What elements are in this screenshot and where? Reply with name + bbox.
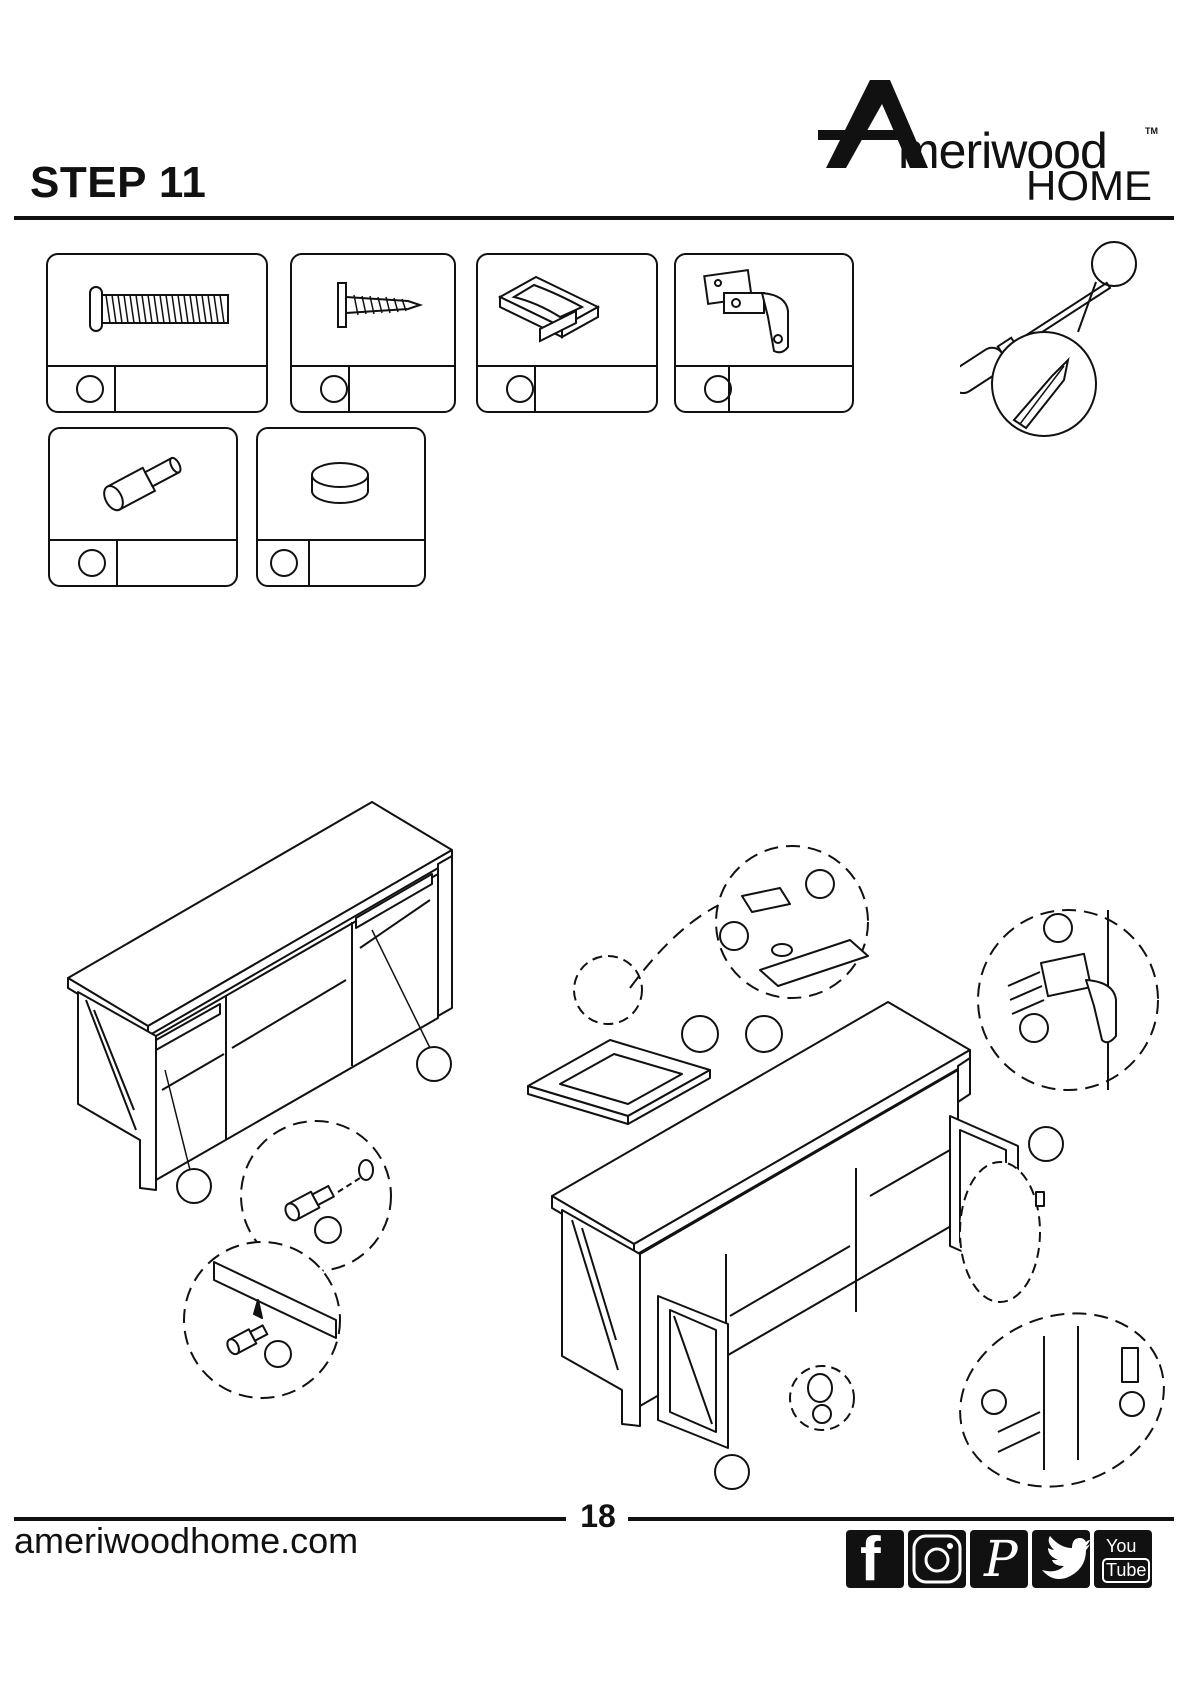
footer-divider-right — [628, 1517, 1174, 1521]
cabinet-left-view — [68, 802, 452, 1190]
youtube-icon[interactable]: You Tube — [1094, 1530, 1152, 1588]
facebook-icon[interactable]: f — [846, 1530, 904, 1588]
page-number: 18 — [568, 1498, 628, 1535]
instagram-icon[interactable] — [908, 1530, 966, 1588]
pinterest-icon[interactable]: P — [970, 1530, 1028, 1588]
assembly-illustration — [0, 0, 1192, 1500]
twitter-icon[interactable] — [1032, 1530, 1090, 1588]
website-link[interactable]: ameriwoodhome.com — [14, 1520, 358, 1562]
